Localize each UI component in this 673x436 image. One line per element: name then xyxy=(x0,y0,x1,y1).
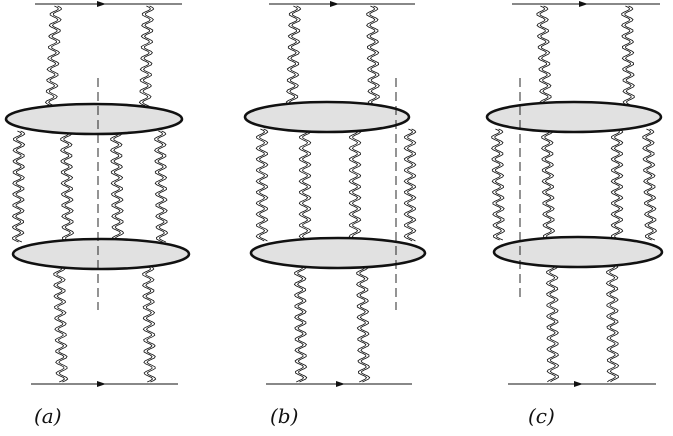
top-photon-b-1 xyxy=(285,5,302,106)
middle-photon-c-4 xyxy=(642,128,658,241)
bottom-photon-b-2 xyxy=(356,264,371,383)
middle-photon-b-3 xyxy=(348,128,362,242)
lower-blob-c xyxy=(492,235,664,269)
top-photon-a-1 xyxy=(44,5,63,108)
top-photon-c-1 xyxy=(536,5,552,106)
top-photon-c-2 xyxy=(621,5,635,106)
upper-blob-a xyxy=(4,102,184,136)
middle-photon-b-2 xyxy=(298,128,312,242)
lower-blob-a xyxy=(11,237,191,271)
panel-b xyxy=(243,1,427,387)
top-photon-a-2 xyxy=(138,5,155,108)
panel-label-b: (b) xyxy=(270,404,298,428)
panel-label-c: (c) xyxy=(528,404,555,428)
bottom-photon-c-1 xyxy=(545,263,560,383)
top-fermion-arrow-a xyxy=(97,1,106,7)
panel-label-a: (a) xyxy=(34,404,62,428)
middle-photon-b-1 xyxy=(255,128,269,242)
upper-blob-b xyxy=(243,100,411,134)
panel-a xyxy=(4,1,191,387)
middle-photon-a-3 xyxy=(110,130,125,243)
middle-photon-c-2 xyxy=(541,128,556,241)
lower-blob-b xyxy=(249,236,427,270)
bottom-photon-c-2 xyxy=(605,263,620,383)
bottom-photon-b-1 xyxy=(293,264,308,383)
top-fermion-arrow-b xyxy=(330,1,339,7)
middle-photon-b-4 xyxy=(403,128,417,242)
bottom-photon-a-2 xyxy=(142,265,157,383)
bottom-fermion-arrow-b xyxy=(336,381,345,387)
middle-photon-c-1 xyxy=(491,128,506,241)
top-fermion-arrow-c xyxy=(579,1,588,7)
middle-photon-a-2 xyxy=(60,130,75,243)
bottom-fermion-arrow-c xyxy=(574,381,583,387)
middle-photon-a-1 xyxy=(11,130,26,243)
panel-c xyxy=(485,1,664,387)
top-photon-b-2 xyxy=(366,5,380,106)
middle-photon-a-4 xyxy=(154,130,169,243)
upper-blob-c xyxy=(485,100,663,134)
middle-photon-c-3 xyxy=(610,128,624,241)
bottom-fermion-arrow-a xyxy=(97,381,106,387)
bottom-photon-a-1 xyxy=(53,265,69,383)
